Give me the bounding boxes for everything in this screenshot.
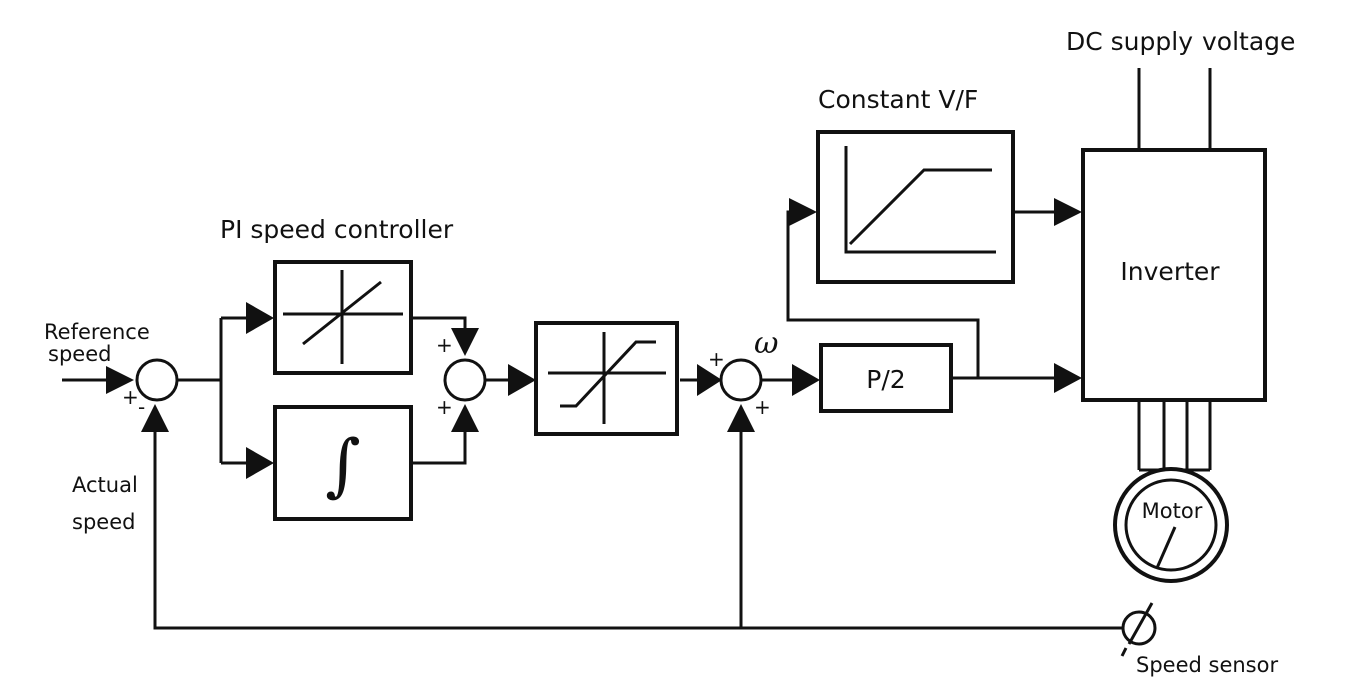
inverter-label: Inverter [1120,257,1220,286]
arrow-inverter-bottom [1054,363,1082,393]
speed-sensor-label: Speed sensor [1136,653,1278,677]
constant-vf-block [816,130,1015,284]
feedback-line [153,430,1124,630]
arrowheads [106,198,1082,479]
speed-sensor [1120,602,1157,657]
arrow-inverter-top [1054,198,1082,226]
sum3-left-sign: + [708,347,725,371]
arrow-p2-in [792,364,820,396]
summing-junction-1 [135,358,179,402]
actual-speed-label-line1: Actual [72,473,138,497]
reference-speed-label-line1: Reference [44,320,150,344]
sum2-bottom-sign: + [436,395,453,419]
reference-speed-label-line2: speed [48,342,111,366]
p-over-2-block: P/2 [819,343,953,413]
wires [62,68,1212,630]
arrow-sum3-left [697,364,722,396]
sum1-ref-sign: + [122,385,139,409]
sum1-feedback-sign: - [138,395,145,419]
integral-block: ∫ [273,405,413,521]
arrow-feedback-sum1 [141,404,169,432]
proportional-out-line [412,316,467,330]
pi-speed-controller-label: PI speed controller [220,215,454,244]
summing-junction-3 [719,358,763,402]
motor-label: Motor [1142,499,1203,523]
actual-speed-label-line2: speed [72,510,135,534]
arrow-limiter-in [508,364,536,396]
summing-junction-2 [443,358,487,402]
proportional-block [273,260,413,375]
arrow-sum3-bottom [727,404,755,432]
voltage-label: voltage [1202,27,1295,56]
sum3-bottom-sign: + [754,395,771,419]
arrow-vf-in [789,198,817,226]
limiter-block [534,321,679,436]
dc-supply-label: DC supply [1066,27,1193,56]
arrow-integral-in [246,447,274,479]
arrow-proportional-in [246,302,274,334]
sum2-top-sign: + [436,333,453,357]
arrow-sum2-bottom [451,404,479,432]
constant-vf-label: Constant V/F [818,85,978,114]
integral-symbol: ∫ [325,426,360,505]
arrow-sum2-top [451,328,479,356]
omega-label: ω [754,326,778,361]
arrow-reference [106,366,134,394]
integral-out-line [412,430,467,465]
inverter-block: Inverter [1081,148,1267,402]
p-over-2-label: P/2 [866,365,905,394]
motor: Motor [1113,467,1229,583]
